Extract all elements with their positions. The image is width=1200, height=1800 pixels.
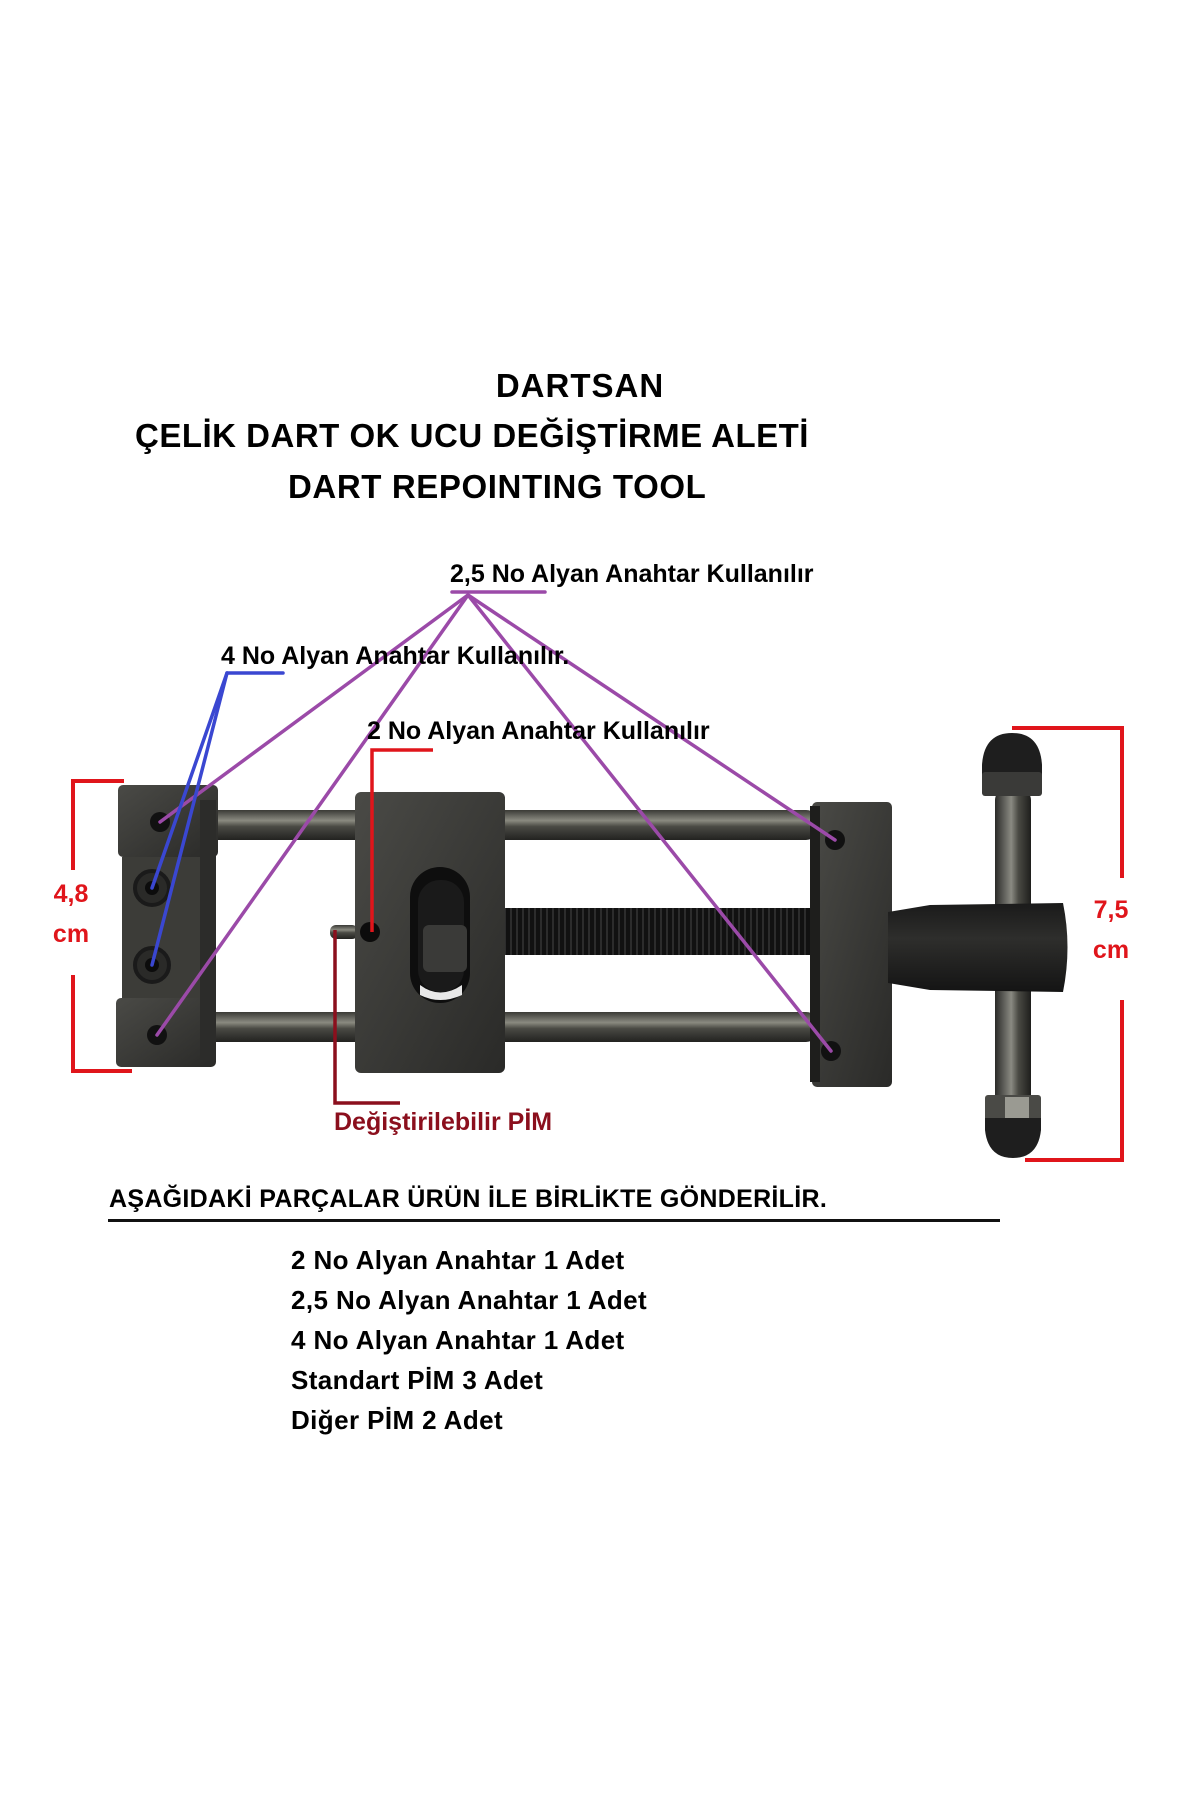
annotation-lines-4 — [150, 671, 285, 967]
product-title-en: DART REPOINTING TOOL — [288, 468, 707, 505]
label-replaceable-pin: Değiştirilebilir PİM — [334, 1108, 553, 1136]
replaceable-pin — [330, 925, 358, 939]
left-fixed-block — [116, 785, 218, 1067]
parts-list-item: 2 No Alyan Anahtar 1 Adet — [291, 1245, 625, 1275]
dimension-bracket-4-8 — [71, 779, 132, 1073]
label-2-allen-key: 2 No Alyan Anahtar Kullanılır — [367, 719, 710, 744]
product-title-tr: ÇELİK DART OK UCU DEĞİŞTİRME ALETİ — [135, 417, 809, 454]
parts-list-item: 2,5 No Alyan Anahtar 1 Adet — [291, 1285, 648, 1315]
parts-list-item: Diğer PİM 2 Adet — [291, 1405, 504, 1435]
label-4-suffix: Alyan Anahtar Kullanılır. — [275, 642, 570, 670]
included-parts-heading: AŞAĞIDAKİ PARÇALAR ÜRÜN İLE BİRLİKTE GÖN… — [109, 1185, 828, 1213]
t-handle — [888, 733, 1068, 1158]
dimension-bracket-7-5 — [1012, 726, 1124, 1162]
dimension-4-8-value: 4,8 — [53, 880, 89, 908]
annotation-lines-2-5 — [155, 590, 837, 1053]
dimension-4-8-unit: cm — [52, 920, 90, 948]
right-end-block — [810, 802, 892, 1087]
dimension-7-5-unit: cm — [1092, 936, 1130, 964]
parts-list-item: Standart PİM 3 Adet — [291, 1365, 544, 1395]
label-2-5-allen-key: 2,5 No Alyan Anahtar Kullanılır — [450, 562, 814, 587]
label-4-prefix: 4 No — [221, 642, 276, 670]
label-2-suffix: Alyan Anahtar Kullanılır — [421, 717, 710, 745]
label-2-prefix: 2 No — [367, 717, 422, 745]
heading-divider — [108, 1219, 1000, 1222]
label-4-allen-key: 4 No Alyan Anahtar Kullanılır. — [221, 644, 569, 669]
threaded-screw — [500, 908, 820, 955]
label-2-5-prefix: 2,5 No — [450, 560, 526, 588]
brand-title: DARTSAN — [495, 367, 665, 404]
parts-list-item: 4 No Alyan Anahtar 1 Adet — [291, 1325, 625, 1355]
dimension-7-5-value: 7,5 — [1093, 896, 1129, 924]
annotation-line-2 — [370, 748, 433, 932]
middle-slider-block — [355, 792, 505, 1073]
label-2-5-suffix: Alyan Anahtar Kullanılır — [525, 560, 814, 588]
annotation-line-pin — [333, 930, 400, 1105]
